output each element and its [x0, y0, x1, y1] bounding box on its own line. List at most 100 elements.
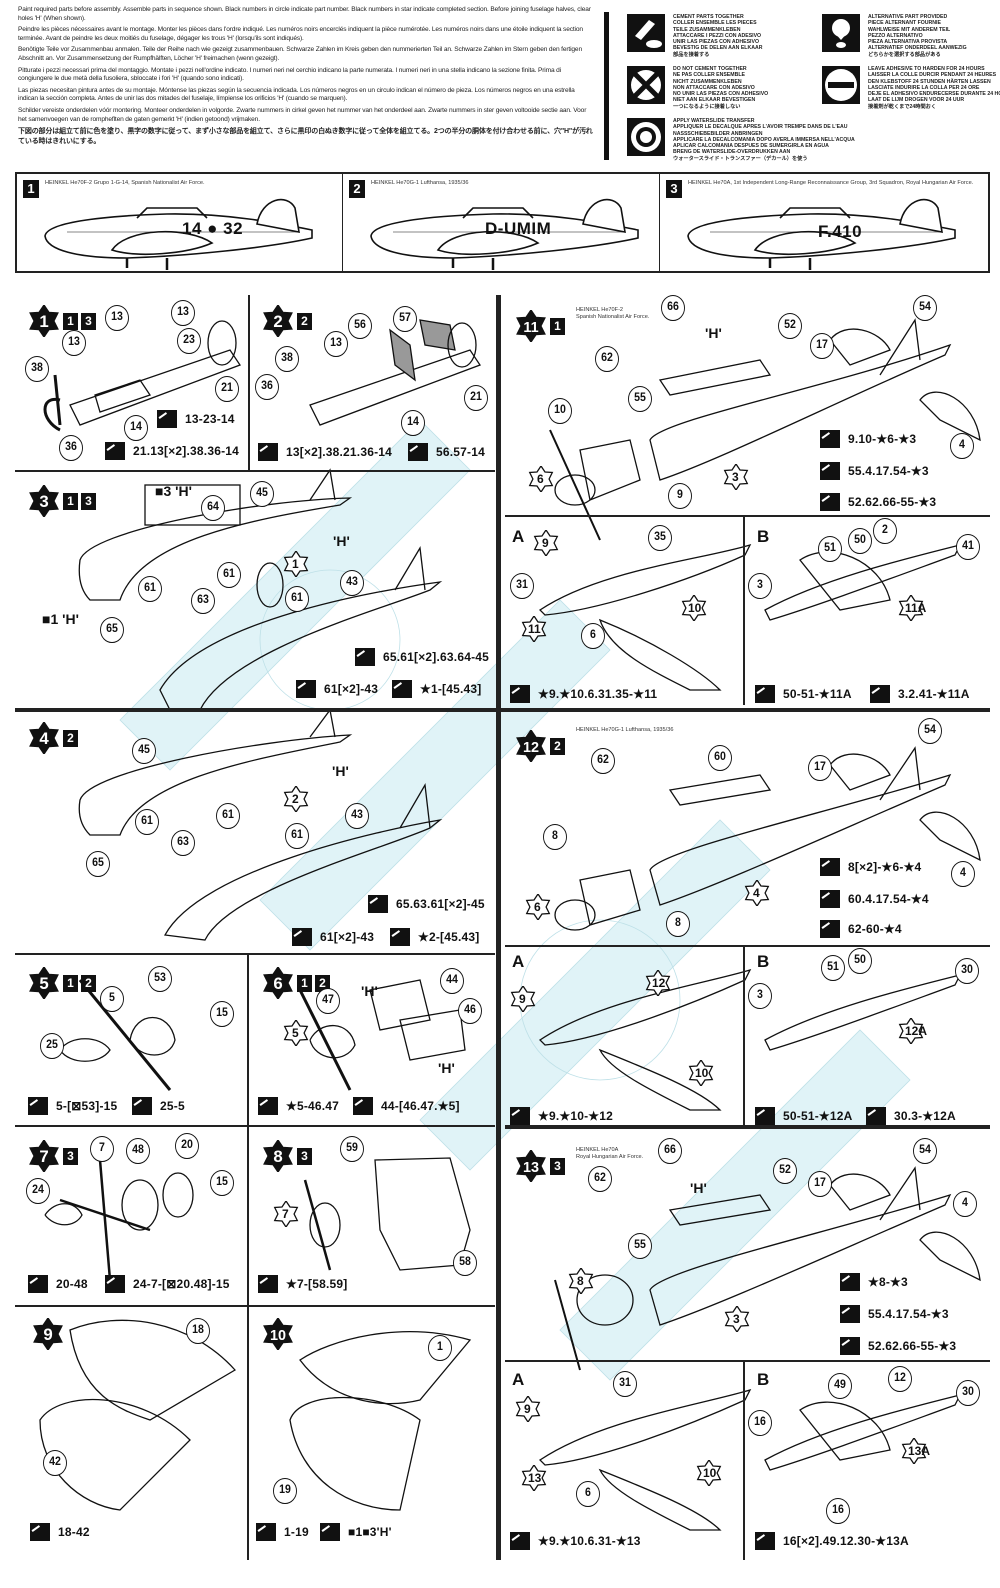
- legend-line: PIEZA ALTERNATIVA PROVISTA: [868, 39, 948, 46]
- instruction-text: 55.4.17.54-★3: [848, 464, 929, 478]
- legend-line: LASCIATE INDURIRE LA COLLA PER 24 ORE: [868, 84, 980, 91]
- instruction-text: ★9.★10.6.31.35-★11: [538, 687, 658, 701]
- divider: [505, 1125, 990, 1129]
- assembly-instruction: 13-23-14: [157, 410, 235, 428]
- profile-caption: HEINKEL He70G-1 Lufthansa, 1935/36: [371, 180, 469, 186]
- completed-section-star-icon: 10: [688, 1060, 728, 1086]
- completed-section-star-icon: 2: [283, 786, 323, 812]
- part-number-callout: 50: [848, 948, 872, 974]
- svg-text:2: 2: [273, 312, 282, 331]
- divider: [15, 708, 990, 712]
- part-number-callout: 51: [818, 536, 842, 562]
- legend-line: 接着剤が乾くまで24時間おく: [868, 103, 937, 110]
- part-number-callout: 9: [668, 483, 692, 509]
- legend-line: APPLIQUER LE DECALQUE APRES L'AVOIR TREM…: [673, 124, 848, 131]
- hole-label: 'H': [705, 325, 722, 341]
- part-number-callout: 56: [348, 313, 372, 339]
- part-number-callout: 4: [951, 861, 975, 887]
- step-header: B: [757, 1370, 769, 1390]
- part-number-callout: 42: [43, 1450, 67, 1476]
- part-number-callout: 21: [464, 385, 488, 411]
- assembly-instruction: 50-51-★12A: [755, 1107, 852, 1125]
- instruction-text: 52.62.66-55-★3: [848, 495, 937, 509]
- instruction-text: 61[×2]-43: [320, 930, 375, 944]
- legend-line: WAHLWEISE MIT ANDEREM TEIL: [868, 26, 951, 33]
- legend-line: BRENG DE WATERSLIDE-OVERDRUKKEN AAN: [673, 149, 791, 156]
- marking-option-badge: 1: [63, 492, 78, 510]
- completed-section-star-icon: 10: [696, 1460, 736, 1486]
- part-number-callout: 8: [543, 824, 567, 850]
- svg-text:13: 13: [523, 1160, 539, 1176]
- aircraft-marking: D-UMIM: [485, 219, 552, 238]
- cement-icon: [820, 890, 840, 908]
- hole-label: 'H': [332, 763, 349, 779]
- legend-line: APLICAR CALCOMANIA DESPUES DE SUMERGIRLA…: [673, 143, 829, 150]
- completed-section-number: 4: [753, 886, 760, 900]
- marking-option-badge: 3: [81, 492, 96, 510]
- cement-icon: [320, 1523, 340, 1541]
- completed-section-number: 11A: [905, 601, 927, 615]
- profile-number: 3: [666, 180, 682, 198]
- intro-it: Pitturate i pezzi necessari prima del mo…: [18, 66, 562, 83]
- cement-icon: [355, 648, 375, 666]
- instruction-text: 18-42: [58, 1525, 90, 1539]
- instruction-text: 60.4.17.54-★4: [848, 892, 929, 906]
- assembly-instruction: 44-[46.47.★5]: [353, 1097, 460, 1115]
- divider: [248, 295, 250, 470]
- hole-label: ■3 'H': [155, 483, 192, 499]
- legend-line: PIECE ALTERNANT FOURNIE: [868, 20, 941, 27]
- hole-label: 'H': [361, 983, 378, 999]
- profile-panel: 3 HEINKEL He70A, 1st Independent Long-Ran…: [659, 174, 991, 271]
- instruction-text: 21.13[×2].38.36-14: [133, 444, 240, 458]
- completed-section-star-icon: 12A: [898, 1018, 938, 1044]
- part-number-callout: 47: [316, 988, 340, 1014]
- part-number-callout: 24: [26, 1178, 50, 1204]
- assembly-instruction: 65.63.61[×2]-45: [368, 895, 485, 913]
- part-number-callout: 31: [510, 573, 534, 599]
- completed-section-number: 1: [292, 557, 299, 571]
- legend-line: CEMENT PARTS TOGETHER: [673, 14, 744, 20]
- assembly-instruction: ★9.★10-★12: [510, 1107, 613, 1125]
- svg-text:12: 12: [523, 740, 539, 756]
- marking-option-badge: 2: [297, 312, 312, 330]
- part-number-callout: 17: [808, 755, 832, 781]
- aircraft-marking: F.410: [818, 222, 863, 241]
- assembly-instruction: 20-48: [28, 1275, 88, 1293]
- completed-section-star-icon: 5: [283, 1020, 323, 1046]
- assembly-instruction: 5-[⊠53]-15: [28, 1097, 117, 1115]
- assembly-instruction: 9.10-★6-★3: [820, 430, 916, 448]
- part-number-callout: 52: [773, 1158, 797, 1184]
- part-number-callout: 12: [888, 1366, 912, 1392]
- assembly-instruction: 52.62.66-55-★3: [820, 493, 936, 511]
- part-number-callout: 2: [873, 518, 897, 544]
- step-number-star: 8: [262, 1140, 294, 1172]
- part-number-callout: 60: [708, 745, 732, 771]
- svg-text:8: 8: [273, 1147, 282, 1166]
- profile-caption: HEINKEL He70A, 1st Independent Long-Rang…: [688, 180, 974, 186]
- assembly-instruction: ★8-★3: [840, 1273, 908, 1291]
- svg-text:4: 4: [39, 729, 49, 748]
- part-number-callout: 55: [628, 1233, 652, 1259]
- completed-section-number: 13: [528, 1471, 542, 1485]
- part-number-callout: 54: [918, 718, 942, 744]
- part-number-callout: 1: [428, 1335, 452, 1361]
- cement-icon: [510, 685, 530, 703]
- assembly-instruction: 25-5: [132, 1097, 185, 1115]
- assembly-instruction: 16[×2].49.12.30-★13A: [755, 1532, 909, 1550]
- step-number-star: 1: [28, 305, 60, 337]
- completed-section-number: 8: [577, 1274, 584, 1288]
- part-number-callout: 17: [808, 1171, 832, 1197]
- legend-line: TEILE ZUSAMMENKLEBEN: [673, 26, 741, 33]
- assembly-instruction: ■1■3'H': [320, 1523, 392, 1541]
- instruction-text: ★9.★10.6.31-★13: [538, 1534, 641, 1548]
- part-number-callout: 44: [440, 968, 464, 994]
- completed-section-number: 12A: [905, 1024, 928, 1038]
- marking-option-badge: 3: [81, 312, 96, 330]
